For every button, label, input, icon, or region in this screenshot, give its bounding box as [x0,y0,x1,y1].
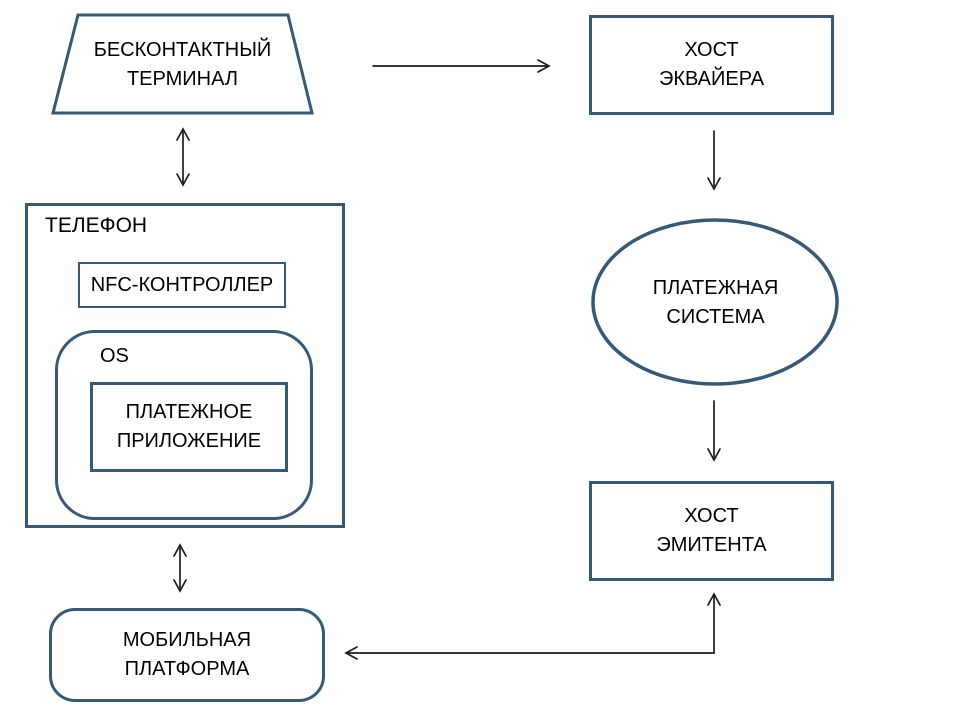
phone-mobile-double-arrow [173,543,187,593]
nfc-controller-box [78,262,286,308]
terminal-phone-double-arrow [176,127,190,187]
phone-box [25,203,345,528]
issuer-mobile-elbow-arrow [344,592,721,660]
payment-system-to-issuer-arrow [707,400,721,462]
contactless-terminal-shape [51,13,314,115]
payment-system-ellipse [591,218,839,386]
issuer-host-box [589,481,834,581]
terminal-to-acquirer-arrow [372,59,551,73]
payment-app-box [90,382,288,472]
os-box [55,330,313,520]
acquirer-to-payment-system-arrow [707,130,721,191]
acquirer-host-box [589,15,834,115]
mobile-platform-box [49,608,325,702]
